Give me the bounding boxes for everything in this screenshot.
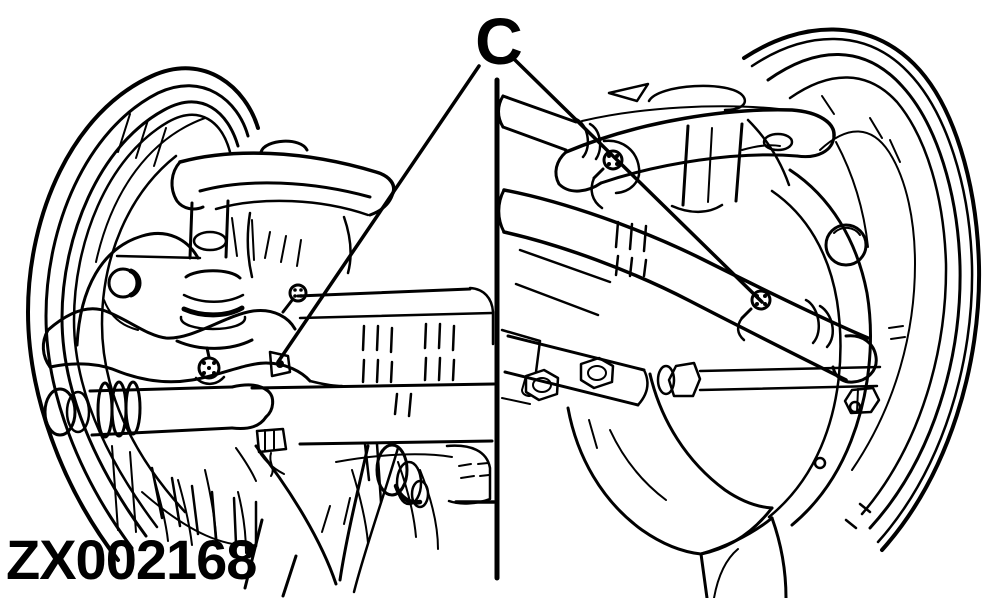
callout-leader-right [513, 58, 764, 304]
left-steering-knuckle [175, 199, 352, 350]
left-backing-plate-lower [111, 445, 453, 554]
callout-leader-left [276, 64, 481, 364]
callout-c: C [276, 4, 764, 364]
left-axle-beam [254, 444, 400, 594]
right-grease-fitting-icon [736, 289, 772, 342]
figure-code-label: ZX002168 [6, 528, 256, 591]
left-grease-fitting-icon [194, 346, 226, 386]
right-axle-tube [699, 516, 788, 598]
right-drag-link [497, 188, 906, 415]
right-tie-rod-lower [656, 361, 882, 398]
right-support-bracket [566, 372, 774, 556]
figure-code: ZX002168 [6, 518, 298, 598]
left-steering-gearbox [250, 286, 496, 505]
left-steering-arm-loop [170, 139, 396, 217]
left-tie-rod [43, 380, 288, 477]
right-upper-grease-fitting-icon [592, 149, 624, 180]
right-axle-flange-bolts [503, 334, 649, 407]
view-divider-line [454, 77, 500, 581]
left-backing-plate-upper [75, 231, 202, 347]
callout-c-label: C [475, 4, 523, 78]
right-knuckle-post [670, 122, 794, 214]
right-wheel-tire-icon [742, 27, 982, 552]
